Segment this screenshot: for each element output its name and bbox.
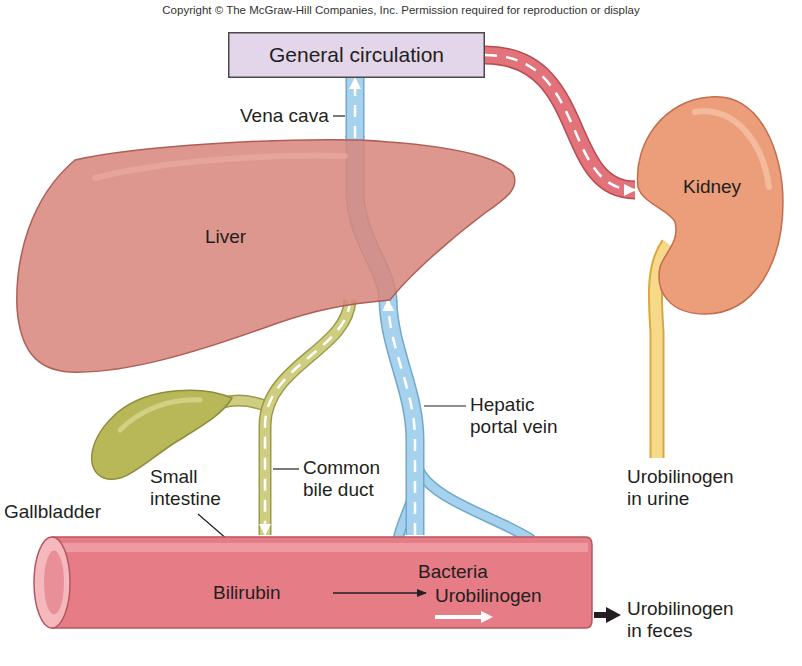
kidney-highlight — [695, 111, 769, 187]
tube-body — [52, 537, 592, 628]
organ-name: Kidney — [683, 176, 741, 198]
part-label: Urobilinogen in urine — [627, 466, 747, 510]
liver-highlight — [95, 156, 345, 178]
liver-organ: Liver — [15, 138, 515, 300]
vein-branch — [418, 468, 532, 540]
output-arrow — [594, 612, 607, 618]
organ-name: Liver — [205, 226, 246, 248]
part-label: Hepatic portal vein — [470, 394, 570, 438]
intestine-text: Bilirubin — [213, 582, 281, 604]
liver-shape — [17, 140, 515, 372]
tube-highlight — [54, 543, 588, 552]
flow-arrow — [435, 615, 482, 619]
kidney-organ: Kidney — [635, 92, 785, 317]
flow-arrow — [481, 611, 493, 623]
node-outline — [15, 138, 515, 300]
part-label: Urobilinogen in feces — [627, 598, 747, 642]
intestine-text: Urobilinogen — [435, 585, 542, 607]
box-outline — [229, 33, 485, 78]
vessel-connector — [388, 300, 415, 535]
output-arrow — [606, 607, 621, 623]
leader-line — [333, 115, 345, 116]
node-outline — [635, 92, 785, 317]
tube-opening — [44, 551, 64, 615]
vein-branch — [418, 468, 532, 540]
process-box: General circulation — [228, 32, 485, 78]
conversion-arrow — [333, 592, 426, 593]
vessel-lumen — [388, 300, 415, 535]
leader-line — [198, 514, 228, 540]
flow-arrow — [388, 300, 415, 535]
part-label: Common bile duct — [303, 457, 403, 501]
vessel-wall — [388, 300, 415, 535]
gallbladder-highlight — [120, 400, 200, 430]
part-label: Small intestine — [150, 466, 240, 510]
flow-arrow — [354, 78, 357, 138]
vessel-lumen — [347, 78, 363, 138]
intestine-tube: Bilirubin BacteriaUrobilinogen — [30, 535, 592, 630]
intestine-text: Bacteria — [418, 561, 488, 583]
leader-line — [424, 405, 466, 406]
tube-opening — [34, 537, 70, 628]
vessel-wall — [346, 78, 365, 138]
copyright-note: Copyright © The McGraw-Hill Companies, I… — [0, 3, 802, 17]
vessel-connector — [355, 78, 356, 138]
box-title: General circulation — [269, 43, 444, 67]
part-label: Vena cava — [240, 105, 329, 127]
part-label: Gallbladder — [4, 501, 101, 523]
leader-line — [273, 468, 299, 469]
kidney-shape — [637, 97, 783, 314]
node-outline — [30, 535, 592, 630]
